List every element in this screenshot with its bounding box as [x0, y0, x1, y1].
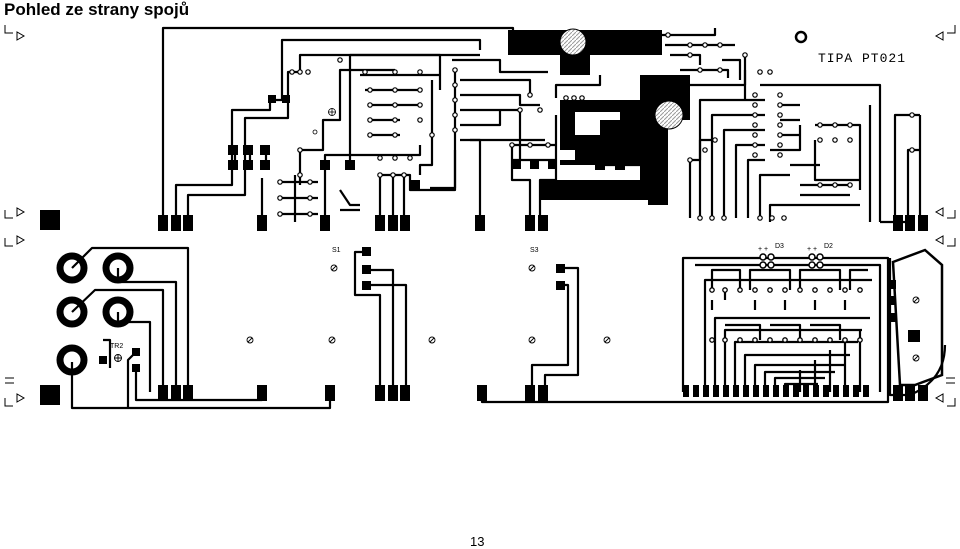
switch-s1-label: S1 [332, 247, 341, 254]
brand-label: TIPA PT021 [818, 51, 906, 66]
mount-hole [559, 28, 587, 56]
fiducial [312, 108, 336, 135]
registration-marks [4, 25, 956, 407]
transformer-tr2-label: TR2 [110, 343, 123, 350]
led-d3-label: D3 [775, 243, 784, 250]
page-title: Pohled ze strany spojů [4, 0, 190, 19]
led-d2-label: D2 [824, 243, 833, 250]
connector-outline [891, 248, 944, 387]
test-point [794, 30, 808, 44]
via-holes [277, 32, 915, 221]
switch-s3-label: S3 [530, 247, 539, 254]
ic-pads [709, 287, 863, 343]
transformer-pads [56, 252, 134, 376]
mount-hole [654, 100, 684, 130]
led-d2-polarity: + + [807, 246, 817, 253]
led-pads [759, 253, 824, 269]
upper-pads [40, 95, 928, 231]
page-number: 13 [470, 534, 485, 549]
led-d3-polarity: + + [758, 246, 768, 253]
mounting-holes [114, 264, 920, 362]
lower-board-traces [70, 246, 947, 410]
lower-pads [40, 247, 928, 405]
